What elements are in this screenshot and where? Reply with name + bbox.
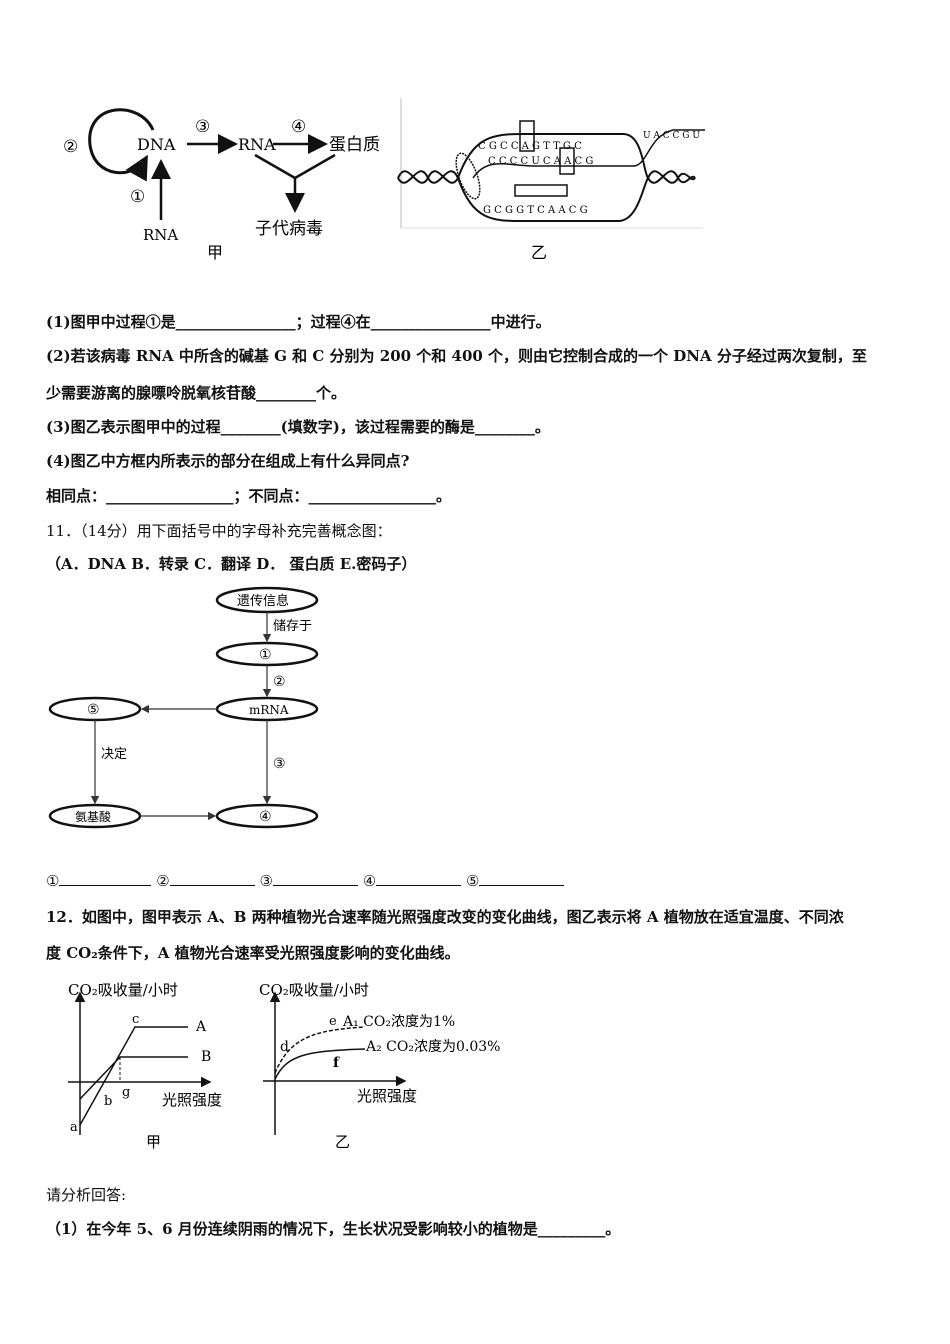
node-genetic-info: 遗传信息 [237,593,289,609]
jia-series-a: A [195,1019,207,1035]
edge-decide: 决定 [101,747,127,762]
rna-tail: U A C C G U [643,131,700,141]
node-protein: 蛋白质 [329,135,380,155]
yi-xlabel: 光照强度 [357,1087,417,1105]
mark-4: ④ [291,117,306,137]
blank-label-2: ② [156,872,170,890]
top-strand: C G C C A G T T G C [478,141,582,152]
blank-label-3: ③ [259,872,273,890]
node-child-virus: 子代病毒 [255,219,323,239]
yi-curve-a2 [274,1048,366,1080]
node-5: ⑤ [87,702,100,718]
jia-xlabel: 光照强度 [162,1091,222,1109]
q10-part3: (3)图乙表示图甲中的过程________(填数字)，该过程需要的酶是_____… [46,418,550,436]
q11-heading: 11．（14分）用下面括号中的字母补充完善概念图： [46,522,392,540]
q10-part1: (1)图甲中过程①是________________；过程④在_________… [46,313,551,331]
jia-label-a: a [70,1120,78,1135]
q10-part4: (4)图乙中方框内所表示的部分在组成上有什么异同点? [46,452,410,470]
figure-jia: ② DNA ③ RNA ④ 蛋白质 ① RNA 子代病毒 甲 [63,108,380,262]
q11-options: （A．DNA B．转录 C．翻译 D． 蛋白质 E.密码子） [46,555,417,573]
answer-blank-4[interactable] [376,871,462,886]
yi-label-f: f [333,1055,340,1071]
answer-blank-3[interactable] [272,871,358,886]
node-rna: RNA [238,135,276,154]
q12-text-line1: 12．如图中，图甲表示 A、B 两种植物光合速率随光照强度改变的变化曲线，图乙表… [46,908,844,926]
q10-part5: 相同点：_________________；不同点：______________… [46,487,452,505]
box-dna-base [519,120,535,152]
jia-series-b: B [201,1049,211,1065]
q12-sub1: （1）在今年 5、6 月份连续阴雨的情况下，生长状况受影响较小的植物是_____… [46,1220,621,1238]
yi-label-e: e [329,1014,337,1029]
enzyme-oval [455,152,481,200]
q10-part2a: (2)若该病毒 RNA 中所含的碱基 G 和 C 分别为 200 个和 400 … [46,347,867,365]
answer-blank-5[interactable] [479,871,565,886]
caption-yi: 乙 [531,243,547,262]
figure-yi: C G C C A G T T G C C C C C U C A A C G … [397,98,705,262]
jia-label-g: g [122,1085,130,1100]
yi-a1-legend: A₁ CO₂浓度为1% [342,1014,455,1030]
blank-label-1: ① [46,872,60,890]
node-amino-acid: 氨基酸 [75,809,111,824]
cycle-arrow [88,108,155,182]
node-mrna: mRNA [249,703,289,717]
blank-label-4: ④ [362,872,377,890]
mark-2: ② [63,137,78,157]
q12-analyze: 请分析回答: [46,1186,127,1204]
node-4: ④ [259,809,272,825]
node-1: ① [259,647,272,663]
yi-caption: 乙 [335,1133,350,1151]
blank-box [514,184,568,197]
jia-curve-a [79,1026,188,1126]
edge-store-in: 储存于 [273,619,312,634]
q11-answer-blanks: ① ② ③ ④ ⑤ [46,871,565,890]
yi-ylabel: CO₂吸收量/小时 [259,981,369,999]
rna-strand: C C C C U C A A C G [488,156,593,167]
chart-jia: CO₂吸收量/小时 c A B g b a 光照强度 甲 [68,981,222,1151]
q10-part2b: 少需要游离的腺嘌呤脱氧核苷酸________个。 [46,384,347,402]
jia-caption: 甲 [146,1133,161,1151]
caption-jia: 甲 [207,243,223,262]
jia-ylabel: CO₂吸收量/小时 [68,981,178,999]
answer-blank-1[interactable] [59,871,152,886]
jia-label-c: c [132,1012,139,1027]
mark-1: ① [130,187,145,207]
jia-label-b: b [104,1094,112,1109]
chart-yi: CO₂吸收量/小时 d e f A₁ CO₂浓度为1% A₂ CO₂浓度为0.0… [259,981,500,1151]
edge-2: ② [273,674,286,690]
blank-label-5: ⑤ [465,872,480,890]
mark-3: ③ [195,117,210,137]
node-dna: DNA [137,135,176,154]
concept-map: 遗传信息 储存于 ① ② mRNA ⑤ 决定 ③ 氨基酸 ④ [48,586,319,829]
yi-label-d: d [280,1039,289,1055]
node-rna-source: RNA [143,226,178,244]
box-rna-base [559,147,575,175]
yi-curve-a1 [274,1026,366,1074]
answer-blank-2[interactable] [169,871,255,886]
q12-text-line2: 度 CO₂条件下，A 植物光合速率受光照强度影响的变化曲线。 [46,944,460,962]
edge-3: ③ [273,756,286,772]
bottom-strand: G C G G T C A A C G [483,205,588,216]
yi-a2-legend: A₂ CO₂浓度为0.03% [365,1039,500,1055]
